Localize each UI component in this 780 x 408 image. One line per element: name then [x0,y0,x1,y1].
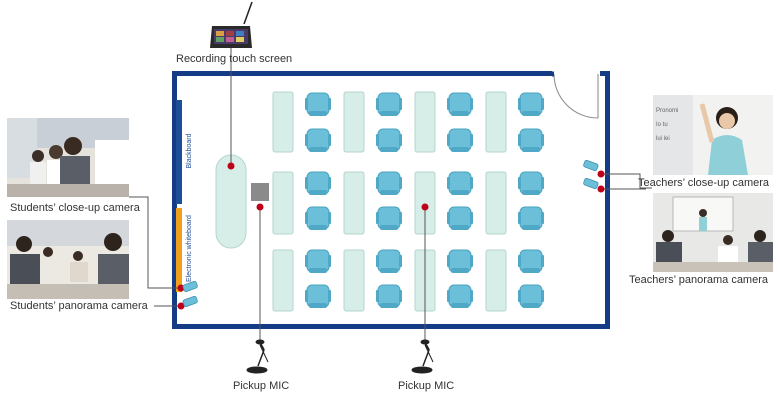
student-desk [485,249,507,312]
microphone-stand-icon [246,339,269,374]
chair-icon [518,284,544,308]
teachers-closeup-photo: Pronomi Io tu lui lei [653,95,773,175]
chair-icon [305,92,331,116]
chair-icon [376,92,402,116]
chair-icon [376,128,402,152]
teachers-panorama-camera-label: Teachers’ panorama camera [629,274,768,286]
teachers-panorama-photo [653,193,773,272]
blackboard [176,100,182,204]
blackboard-label: Blackboard [186,133,193,169]
chair-icon [376,206,402,230]
chair-icon [447,206,473,230]
students-panorama-camera-label: Students’ panorama camera [10,300,148,312]
chair-icon [305,249,331,273]
student-desk [272,171,294,235]
svg-text:Io tu: Io tu [656,122,668,128]
student-desk [343,249,365,312]
door-opening [552,70,600,77]
microphone-stand-icon [411,339,434,374]
leader-lines [129,48,652,340]
chair-icon [518,249,544,273]
students-panorama-photo [7,220,129,299]
pickup-mic-label-1: Pickup MIC [233,380,290,392]
student-desk [343,171,365,235]
chair-icon [376,284,402,308]
door-swing-icon [553,73,599,119]
student-chairs [305,92,544,308]
security-camera-icon [182,159,599,307]
student-desk [343,91,365,153]
students-closeup-camera-label: Students’ close-up camera [10,202,140,214]
student-desks [272,91,507,312]
chair-icon [376,249,402,273]
electronic-whiteboard [176,208,182,292]
pickup-mic-label-2: Pickup MIC [398,380,455,392]
student-desk [272,249,294,312]
chair-icon [447,128,473,152]
chair-icon [305,284,331,308]
recording-touch-screen-label: Recording touch screen [176,53,293,65]
chair-icon [305,171,331,195]
chair-icon [447,171,473,195]
student-desk [272,91,294,153]
svg-text:Pronomi: Pronomi [656,108,678,114]
teachers-closeup-camera-label: Teachers’ close-up camera [638,177,770,189]
tablet-icon [210,1,253,48]
chair-icon [447,249,473,273]
chair-icon [447,92,473,116]
chair-icon [518,171,544,195]
ceiling-mic-box-1 [251,183,269,201]
chair-icon [518,128,544,152]
chair-icon [518,206,544,230]
svg-text:lui lei: lui lei [656,136,670,142]
chair-icon [518,92,544,116]
chair-icon [305,128,331,152]
chair-icon [447,284,473,308]
student-desk [485,171,507,235]
chair-icon [376,171,402,195]
student-desk [414,91,436,153]
chair-icon [305,206,331,230]
student-desk [485,91,507,153]
students-closeup-photo [7,118,129,197]
electronic-whiteboard-label: Electronic whiteboard [186,215,193,282]
